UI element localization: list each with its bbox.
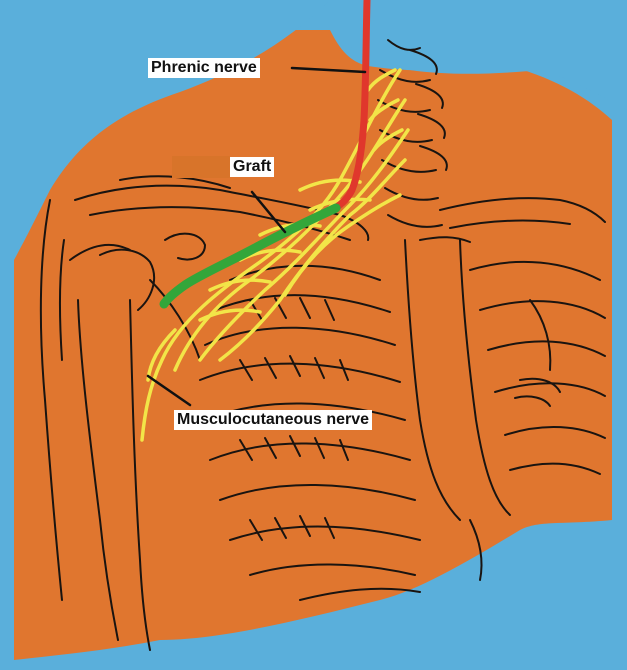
- graft-label: Graft: [230, 157, 274, 177]
- musculocutaneous-nerve-label: Musculocutaneous nerve: [174, 410, 372, 430]
- phrenic-nerve-label: Phrenic nerve: [148, 58, 260, 78]
- label-patch: [172, 156, 230, 178]
